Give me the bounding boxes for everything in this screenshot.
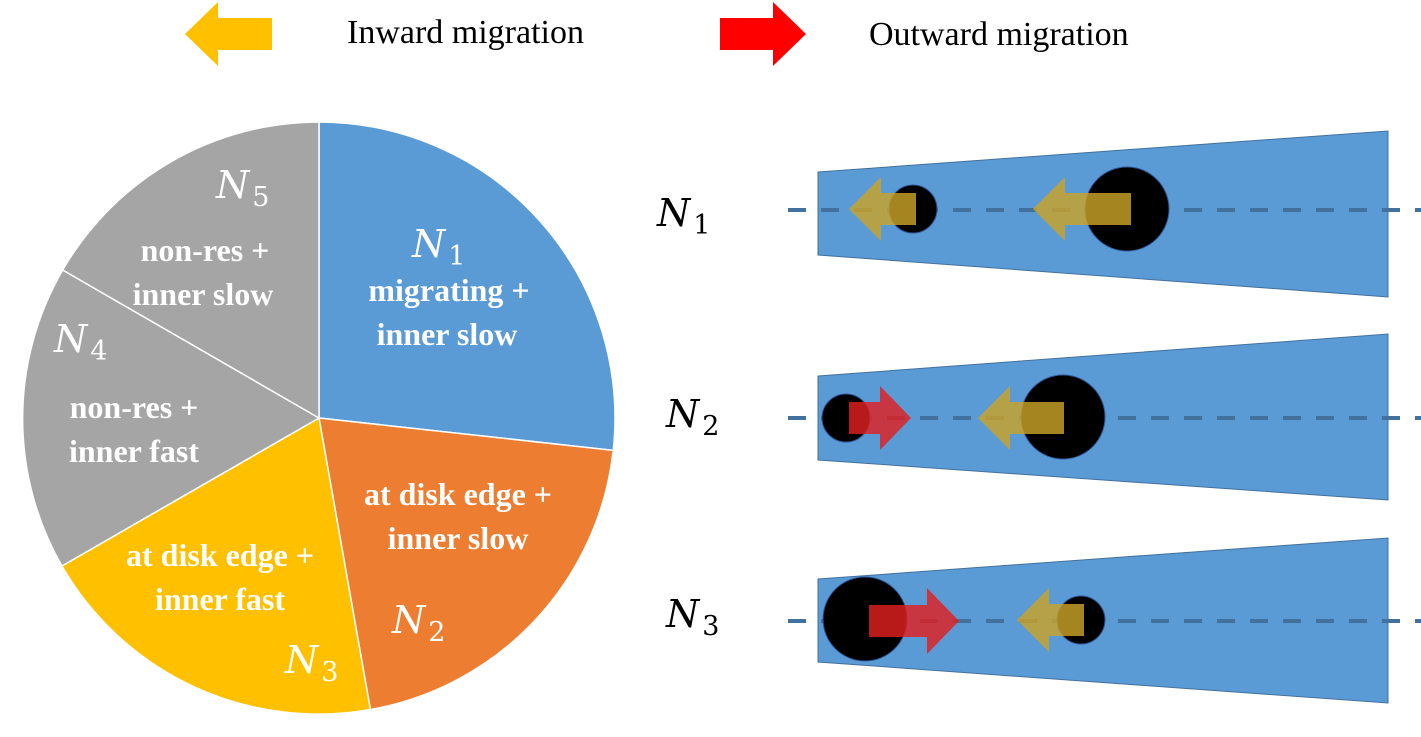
pie-label-n5-line2: inner slow bbox=[133, 276, 274, 312]
inward-legend-label: Inward migration bbox=[347, 14, 584, 51]
inward-arrow-icon bbox=[849, 177, 916, 241]
pie-label-n1-line1: migrating + bbox=[368, 272, 529, 308]
outward-arrow-icon bbox=[849, 386, 911, 450]
pie-slice-n2 bbox=[318, 417, 615, 711]
legend: Inward migration Outward migration bbox=[185, 2, 1129, 66]
pie-slice-n5 bbox=[61, 121, 320, 420]
outward-arrow-icon bbox=[720, 2, 806, 66]
pie-slice-n3 bbox=[60, 416, 372, 715]
inward-arrow-icon bbox=[185, 2, 272, 66]
pie-label-n3-line1: at disk edge + bbox=[126, 537, 314, 573]
pie-label-n2-line2: inner slow bbox=[388, 520, 529, 556]
pie-label-n2-line1: at disk edge + bbox=[364, 476, 552, 512]
outward-arrow-icon bbox=[869, 588, 959, 654]
pie-label-n4-line1: non-res + bbox=[70, 389, 199, 425]
pie-slice-n1 bbox=[318, 121, 616, 452]
outward-legend-label: Outward migration bbox=[869, 16, 1129, 53]
inward-arrow-icon bbox=[978, 386, 1064, 450]
pie-slice-n4 bbox=[21, 268, 321, 568]
pie-label-n4-line2: inner fast bbox=[69, 433, 199, 469]
pie-label-n5-line1: non-res + bbox=[141, 232, 270, 268]
inward-arrow-icon bbox=[1033, 177, 1131, 241]
pie-label-n3-line2: inner fast bbox=[155, 581, 285, 617]
inward-arrow-icon bbox=[1017, 588, 1084, 652]
pie-label-n1-line2: inner slow bbox=[377, 316, 518, 352]
